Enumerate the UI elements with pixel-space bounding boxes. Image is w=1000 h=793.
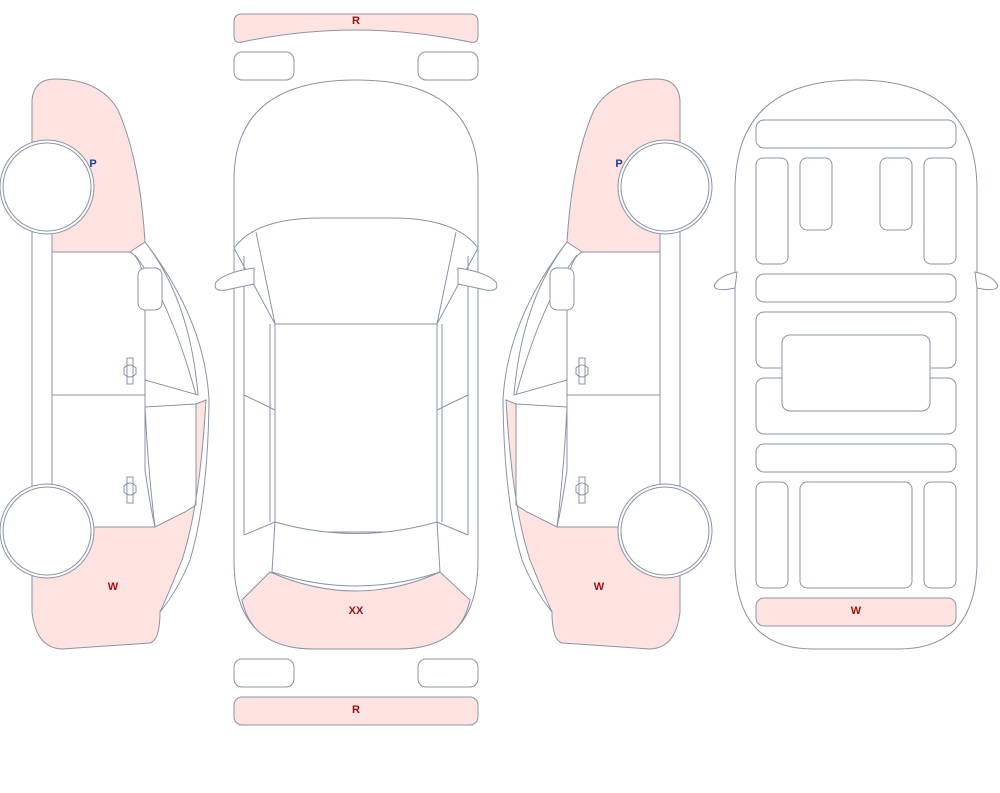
top-right-mirror[interactable] — [457, 267, 498, 291]
left-front-fender-label: P — [89, 158, 96, 170]
right-rear-quarter[interactable] — [505, 399, 681, 650]
right-taillight[interactable] — [417, 658, 479, 688]
top-left-mirror[interactable] — [214, 267, 255, 291]
center-console[interactable] — [781, 334, 931, 412]
left-rear-handle[interactable] — [123, 476, 137, 504]
hood-rear-panel[interactable] — [241, 571, 471, 650]
windshield[interactable] — [233, 217, 479, 325]
cargo-left[interactable] — [755, 481, 789, 589]
left-rear-quarter-label: W — [108, 581, 119, 593]
right-rear-quarter-label: W — [594, 581, 605, 593]
underbody-right-mirror[interactable] — [974, 271, 999, 291]
right-front-fender-label: P — [615, 158, 622, 170]
right-side-view: P W — [502, 78, 713, 650]
front-right-seat[interactable] — [879, 157, 913, 231]
left-front-handle[interactable] — [123, 357, 137, 385]
rear-bumper[interactable] — [233, 696, 479, 726]
cargo-right[interactable] — [923, 481, 957, 589]
front-right-seat-side[interactable] — [923, 157, 957, 265]
center-bar-2[interactable] — [755, 443, 957, 473]
front-left-seat-side[interactable] — [755, 157, 789, 265]
right-rear-handle[interactable] — [575, 476, 589, 504]
underbody-left-mirror[interactable] — [713, 271, 738, 291]
left-rear-quarter[interactable] — [31, 399, 207, 650]
left-rear-wheel[interactable] — [2, 486, 92, 576]
right-mirror[interactable] — [549, 267, 575, 311]
right-rear-wheel[interactable] — [620, 486, 710, 576]
rear-bumper-label: R — [352, 704, 360, 716]
right-windows — [513, 241, 578, 528]
underbody-rear-panel-label: W — [851, 605, 862, 617]
underbody-view: W — [713, 79, 999, 650]
underbody-rear-panel[interactable] — [755, 597, 957, 627]
right-front-wheel[interactable] — [620, 142, 710, 232]
left-windows — [134, 241, 199, 528]
front-bumper-label: R — [352, 15, 360, 27]
center-bar-1[interactable] — [755, 273, 957, 303]
left-headlight[interactable] — [233, 51, 295, 81]
top-pillars — [243, 231, 469, 536]
front-bumper[interactable] — [233, 13, 479, 43]
dashboard-panel[interactable] — [755, 119, 957, 149]
hood-label: XX — [349, 605, 364, 617]
right-headlight[interactable] — [417, 51, 479, 81]
left-taillight[interactable] — [233, 658, 295, 688]
roof[interactable] — [274, 323, 438, 533]
left-front-wheel[interactable] — [2, 142, 92, 232]
left-side-view: P W — [0, 78, 210, 650]
cargo-floor[interactable] — [799, 481, 913, 589]
top-view: R XX R — [214, 13, 498, 726]
left-mirror[interactable] — [137, 267, 163, 311]
front-left-seat[interactable] — [799, 157, 833, 231]
right-front-handle[interactable] — [575, 357, 589, 385]
